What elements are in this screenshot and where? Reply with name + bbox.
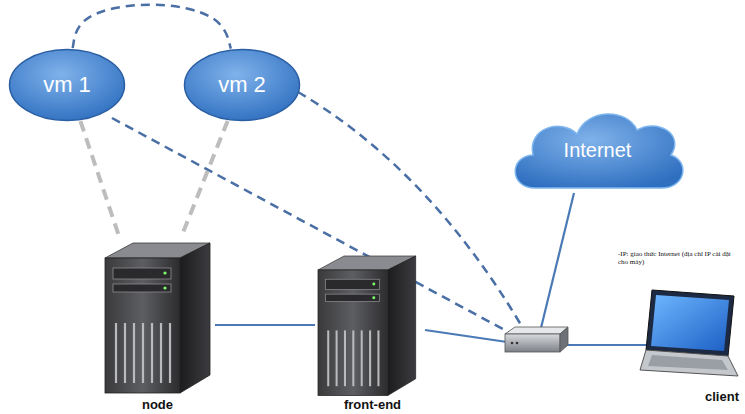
- server-node: node: [100, 235, 215, 413]
- server-icon: [105, 243, 210, 393]
- node-caption: front-end: [344, 398, 401, 413]
- server-icon: [318, 256, 416, 396]
- node-caption: client: [705, 390, 739, 405]
- node-label: Internet: [564, 139, 632, 162]
- server-node: front-end: [315, 250, 430, 413]
- node-caption: node: [142, 398, 173, 413]
- internet-cloud: Internet: [505, 100, 690, 200]
- vm-ellipse: vm 2: [183, 48, 301, 122]
- laptop-icon: [640, 290, 738, 376]
- router-icon: [505, 327, 568, 352]
- network-cable: [425, 193, 648, 345]
- node-label: vm 1: [43, 72, 91, 97]
- virtual-link: [73, 5, 231, 49]
- client-laptop: client: [636, 283, 741, 405]
- vm-host-link: [182, 121, 228, 235]
- vm-ellipse: vm 1: [8, 48, 126, 122]
- note-text: -IP: giao thức Internet (địa chỉ IP cài …: [618, 250, 740, 267]
- vm-host-link: [80, 121, 118, 235]
- node-label: vm 2: [218, 72, 266, 97]
- network-cable: [215, 324, 315, 326]
